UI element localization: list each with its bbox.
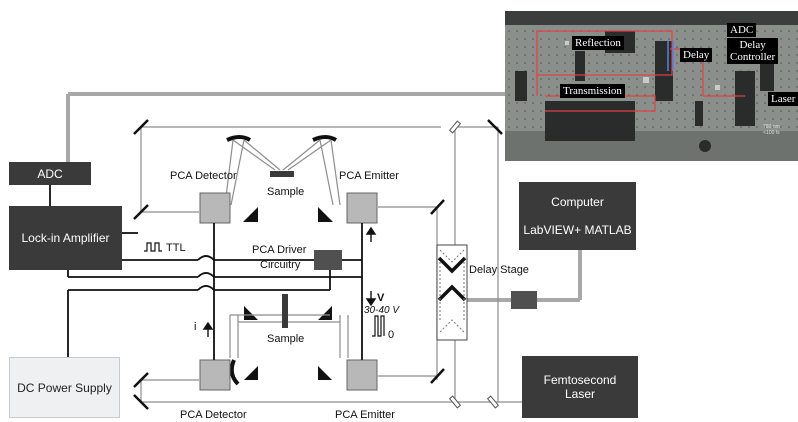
dc-power-supply-box: DC Power Supply: [9, 357, 120, 418]
pca-driver-box: [314, 250, 342, 270]
photo-delay-controller-line1: Delay: [730, 39, 775, 51]
ttl-label: TTL: [166, 242, 186, 254]
bottom-detector-label: PCA Detector: [180, 409, 247, 421]
photo-pulse: <100 fs: [763, 130, 780, 136]
top-sample-label: Sample: [267, 186, 304, 198]
delay-stage: [437, 245, 467, 340]
top-emitter-label: PCA Emitter: [339, 170, 399, 182]
bottom-sample-label: Sample: [267, 333, 304, 345]
pca-driver-label-line2: Circuitry: [260, 259, 300, 271]
photo-transmission-tag: Transmission: [560, 84, 625, 98]
software-label: LabVIEW+ MATLAB: [523, 223, 631, 237]
voltage-zero-label: 0: [388, 329, 394, 341]
laser-label-line2: Laser: [565, 387, 595, 401]
setup-photo: Reflection Delay ADC Delay Controller Tr…: [505, 11, 798, 161]
photo-adc-tag: ADC: [727, 23, 756, 37]
photo-delay-controller-line2: Controller: [730, 51, 775, 63]
lockin-label: Lock-in Amplifier: [21, 231, 109, 245]
delay-motor: [511, 291, 537, 309]
photo-laser-tag: Laser: [768, 92, 798, 106]
photo-delay-tag: Delay: [680, 48, 712, 62]
delay-stage-label: Delay Stage: [469, 264, 529, 276]
pca-driver-label-line1: PCA Driver: [252, 244, 306, 256]
computer-label: Computer: [551, 195, 604, 209]
photo-reflection-tag: Reflection: [572, 36, 624, 50]
voltage-label: V: [377, 292, 384, 304]
top-detector-label: PCA Detector: [170, 170, 237, 182]
current-label: i: [194, 321, 196, 333]
photo-laser-specs: 780 nm <100 fs: [763, 124, 780, 136]
laser-label-line1: Femtosecond: [544, 373, 617, 387]
dc-supply-label: DC Power Supply: [17, 381, 112, 395]
ttl-pulse-icon: [144, 243, 162, 251]
bias-pulse-icon: [372, 316, 384, 336]
voltage-range-label: 30-40 V: [364, 305, 399, 316]
computer-box: Computer LabVIEW+ MATLAB: [519, 182, 636, 250]
lockin-amplifier-box: Lock-in Amplifier: [9, 206, 122, 270]
femtosecond-laser-box: Femtosecond Laser: [522, 356, 638, 418]
bottom-emitter-label: PCA Emitter: [335, 409, 395, 421]
photo-delay-controller-tag: Delay Controller: [727, 38, 778, 64]
adc-label: ADC: [37, 167, 62, 181]
adc-box: ADC: [9, 162, 91, 185]
